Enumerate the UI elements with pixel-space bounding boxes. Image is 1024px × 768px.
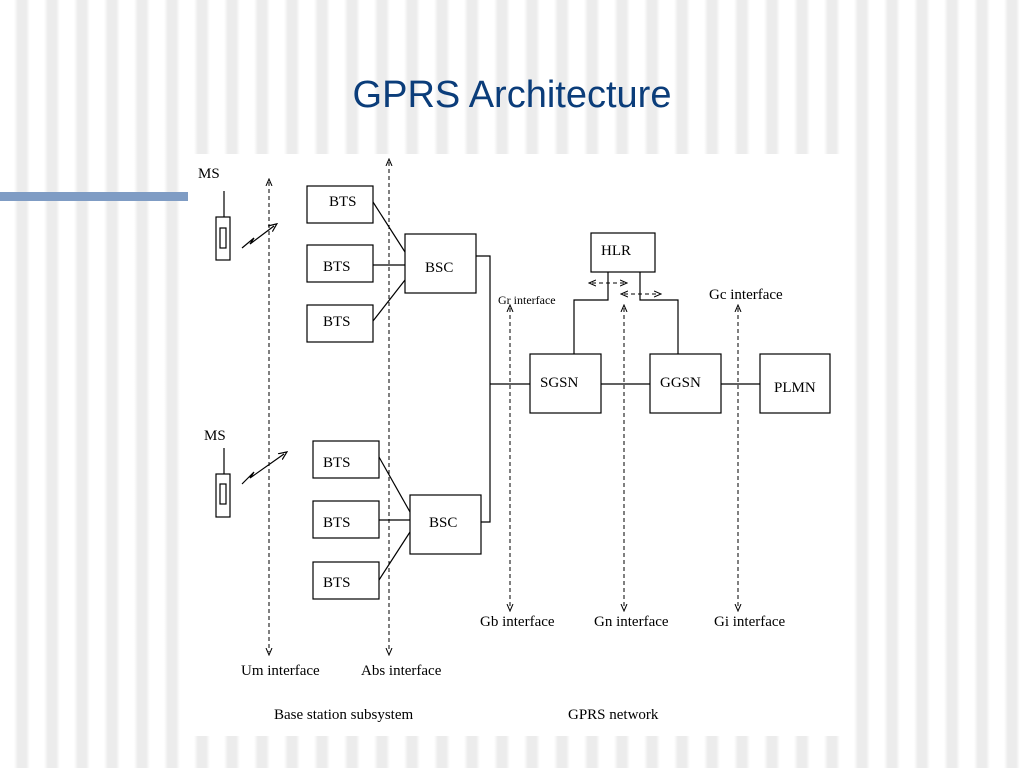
bts-box: BTS [312,561,380,600]
radio-link-top-icon [241,226,274,249]
bts-bsc-link [372,279,406,322]
bts-box: BTS [312,500,380,539]
ms-label-top: MS [198,166,220,182]
abs-interface-label: Abs interface [361,663,442,679]
bsc-box-bottom: BSC [409,494,482,555]
hlr-box: HLR [590,232,656,273]
svg-text:BTS: BTS [323,575,351,591]
plmn-box: PLMN [759,353,831,414]
bts-box: BTS [306,185,374,224]
hlr-sgsn-link [573,272,609,354]
svg-text:BTS: BTS [323,314,351,330]
svg-text:BTS: BTS [323,259,351,275]
svg-text:BTS: BTS [329,194,357,210]
gn-interface-label: Gn interface [594,614,669,630]
gprs-diagram: MS MS BTS BTS BTS BSC BTS BTS [198,154,831,723]
bss-section-label: Base station subsystem [274,707,413,723]
svg-text:BTS: BTS [323,455,351,471]
bts-bsc-link [378,531,411,581]
accent-bar [0,192,190,201]
um-interface-label: Um interface [241,663,320,679]
svg-text:BTS: BTS [323,515,351,531]
bts-box: BTS [306,304,374,343]
slide-title: GPRS Architecture [352,74,672,116]
bts-box: BTS [306,244,374,283]
bsc-trunk-link [476,255,491,523]
hlr-ggsn-link [639,272,679,354]
svg-text:BSC: BSC [429,515,457,531]
sgsn-box: SGSN [529,353,602,414]
bts-bsc-link [378,456,411,513]
gc-interface-label: Gc interface [709,287,783,303]
mobile-station-bottom-icon [215,448,231,518]
diagram-panel: MS MS BTS BTS BTS BSC BTS BTS [188,154,843,736]
bts-bsc-link [372,201,406,253]
svg-text:PLMN: PLMN [774,380,816,396]
svg-text:GGSN: GGSN [660,375,701,391]
gb-interface-label: Gb interface [480,614,555,630]
gi-interface-label: Gi interface [714,614,786,630]
mobile-station-top-icon [215,191,231,261]
svg-text:HLR: HLR [601,243,631,259]
ggsn-box: GGSN [649,353,722,414]
bsc-box-top: BSC [404,233,477,294]
bts-box: BTS [312,440,380,479]
svg-text:BSC: BSC [425,260,453,276]
ms-label-bottom: MS [204,428,226,444]
gprs-section-label: GPRS network [568,707,659,723]
radio-link-bottom-icon [241,454,284,485]
gr-interface-label: Gr interface [498,293,556,307]
svg-text:SGSN: SGSN [540,375,579,391]
